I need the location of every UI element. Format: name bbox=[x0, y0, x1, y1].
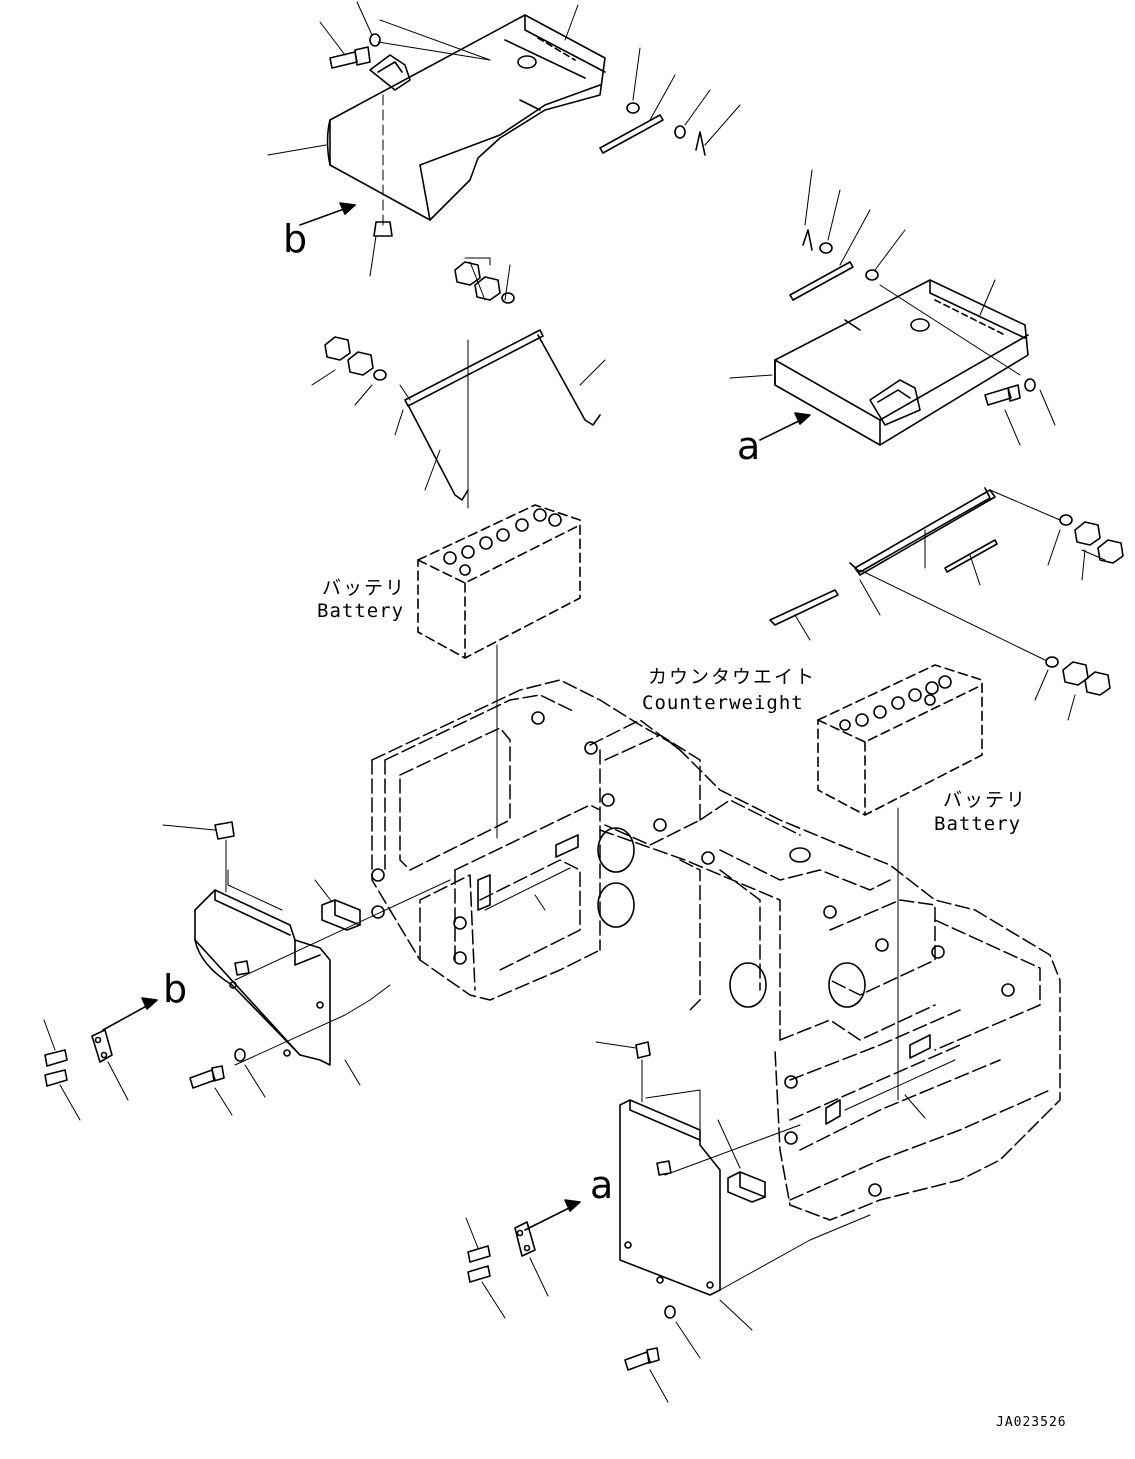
drawing-code: JA023526 bbox=[996, 1415, 1067, 1430]
battery-right-label-jp: バッテリ bbox=[943, 789, 1028, 811]
side-cover-left bbox=[194, 869, 331, 1066]
view-ref-a-top: a bbox=[737, 424, 761, 468]
battery-cover-right bbox=[774, 279, 1029, 446]
view-ref-b-left: b bbox=[163, 967, 188, 1011]
battery-left-label-en: Battery bbox=[317, 600, 405, 622]
side-cover-bottom bbox=[619, 1099, 721, 1296]
view-ref-b-top: b bbox=[283, 217, 308, 261]
battery-right bbox=[817, 664, 983, 816]
battery-cover-left bbox=[326, 14, 606, 221]
battery-left bbox=[417, 504, 581, 659]
counterweight-label-en: Counterweight bbox=[642, 692, 804, 714]
view-ref-a-bottom: a bbox=[590, 1163, 614, 1207]
battery-right-label-en: Battery bbox=[934, 813, 1022, 835]
counterweight-label-jp: カウンタウエイト bbox=[648, 666, 817, 688]
counterweight bbox=[371, 679, 1061, 1221]
battery-left-label-jp: バッテリ bbox=[322, 577, 407, 599]
